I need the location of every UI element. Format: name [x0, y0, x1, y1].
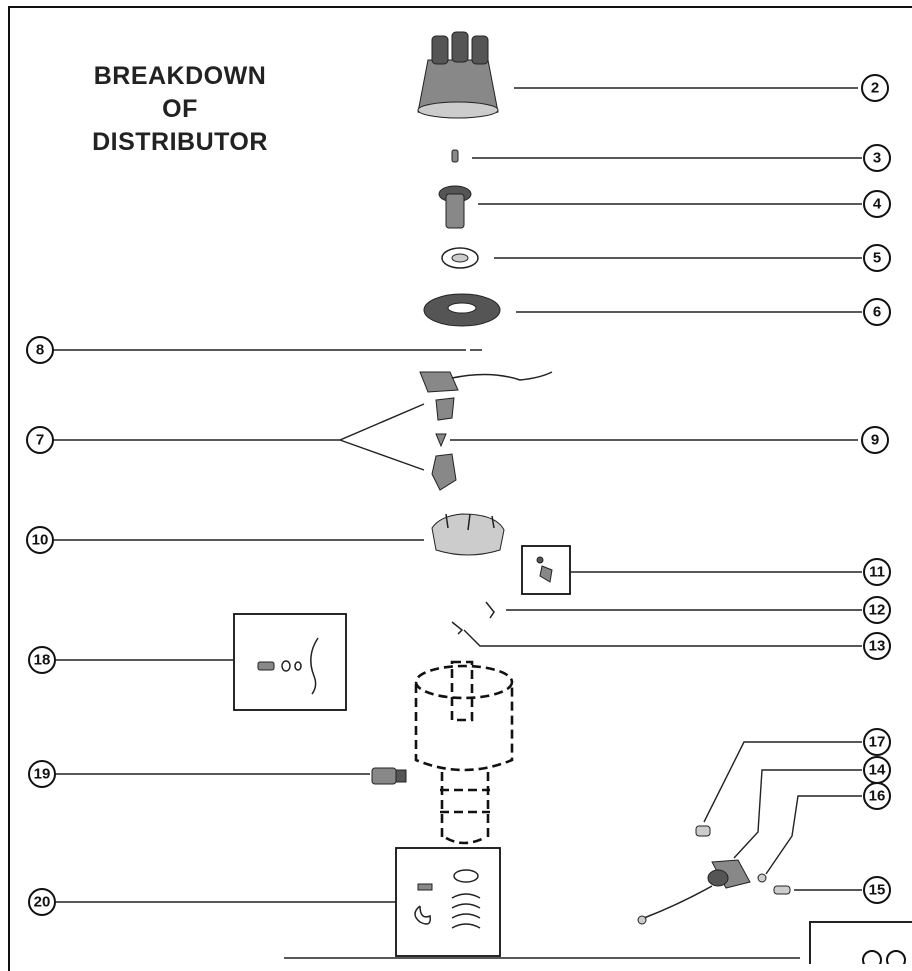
- part-washer: [441, 247, 479, 269]
- inset-box-11: [521, 545, 571, 595]
- title-line-3: DISTRIBUTOR: [92, 128, 268, 156]
- leader-13: [463, 629, 862, 647]
- callout-10: 10: [26, 526, 54, 554]
- svg-text:8: 8: [36, 342, 44, 359]
- part-spring-12: [485, 601, 495, 619]
- part-spring-13: [451, 621, 464, 635]
- callout-16: 16: [863, 782, 891, 810]
- callout-13: 13: [863, 632, 891, 660]
- part-screw-9: [435, 433, 447, 448]
- callout-20: 20: [28, 888, 56, 916]
- page-border: [8, 6, 912, 971]
- svg-text:9: 9: [871, 432, 879, 449]
- svg-text:15: 15: [869, 882, 886, 899]
- svg-text:2: 2: [871, 80, 879, 97]
- leader-17: [703, 741, 862, 823]
- leader-16: [765, 795, 862, 875]
- svg-text:16: 16: [869, 788, 886, 805]
- callout-8: 8: [26, 336, 54, 364]
- diagram-title: BREAKDOWN OF DISTRIBUTOR: [60, 60, 300, 159]
- svg-text:19: 19: [34, 766, 51, 783]
- svg-text:18: 18: [34, 652, 51, 669]
- inset-box-20: [395, 847, 501, 957]
- svg-text:12: 12: [869, 602, 886, 619]
- callout-11: 11: [863, 558, 891, 586]
- callout-9: 9: [861, 426, 889, 454]
- callout-14: 14: [863, 756, 891, 784]
- callout-3: 3: [863, 144, 891, 172]
- part-breaker-plate: [431, 513, 505, 556]
- callout-4: 4: [863, 190, 891, 218]
- callout-17: 17: [863, 728, 891, 756]
- title-line-1: BREAKDOWN: [93, 62, 267, 90]
- callout-12: 12: [863, 596, 891, 624]
- svg-text:14: 14: [869, 762, 886, 779]
- callout-7: 7: [26, 426, 54, 454]
- svg-text:13: 13: [869, 638, 886, 655]
- svg-text:20: 20: [34, 894, 51, 911]
- svg-text:10: 10: [32, 532, 49, 549]
- part-dust-cover: [423, 293, 501, 327]
- svg-text:4: 4: [873, 196, 882, 213]
- svg-text:17: 17: [869, 734, 886, 751]
- svg-text:6: 6: [873, 304, 881, 321]
- part-condenser-assembly: [637, 825, 791, 925]
- title-line-2: OF: [162, 95, 198, 123]
- corner-panel-fragment: [284, 921, 912, 964]
- callout-18: 18: [28, 646, 56, 674]
- part-carbon-brush: [451, 149, 459, 163]
- part-rotor: [438, 185, 472, 229]
- leader-7: [52, 403, 425, 471]
- callout-2: 2: [861, 74, 889, 102]
- part-contact-points: [419, 371, 553, 491]
- callout-6: 6: [863, 298, 891, 326]
- leader-14: [733, 769, 862, 859]
- part-vacuum-unit: [371, 767, 407, 785]
- svg-text:7: 7: [36, 432, 44, 449]
- part-distributor-cap: [417, 31, 499, 119]
- svg-text:11: 11: [869, 564, 885, 581]
- part-housing-outline: [414, 660, 514, 845]
- callout-15: 15: [863, 876, 891, 904]
- callout-5: 5: [863, 244, 891, 272]
- inset-box-18: [233, 613, 347, 711]
- svg-text:5: 5: [873, 250, 881, 267]
- svg-text:3: 3: [873, 150, 881, 167]
- callout-19: 19: [28, 760, 56, 788]
